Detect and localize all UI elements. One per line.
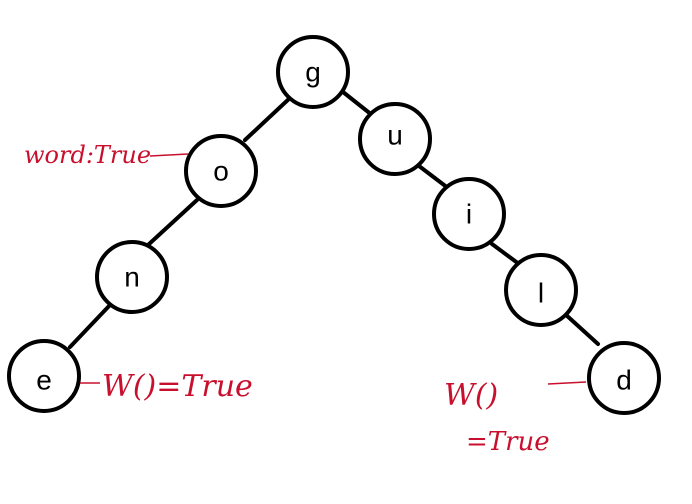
node-d: d xyxy=(587,341,661,415)
node-e: e xyxy=(7,339,81,413)
node-g: g xyxy=(276,35,350,109)
node-u-label: u xyxy=(387,120,403,151)
edge-n-e xyxy=(68,303,112,349)
node-d-label: d xyxy=(616,365,632,396)
node-o: o xyxy=(184,134,258,208)
edge-i-l xyxy=(490,242,521,266)
edge-g-u xyxy=(341,90,374,117)
node-l-label: l xyxy=(538,278,544,309)
annotation-o-pointer xyxy=(149,153,189,157)
edge-g-o xyxy=(243,95,293,142)
node-o-label: o xyxy=(213,156,229,187)
annotation-d-line1: W() xyxy=(444,378,498,413)
edge-u-i xyxy=(417,164,450,190)
annotation-e: W()=True xyxy=(102,369,253,404)
node-u: u xyxy=(358,102,432,176)
node-e-label: e xyxy=(36,365,52,396)
node-i: i xyxy=(432,177,506,251)
node-i-label: i xyxy=(466,199,472,230)
node-l: l xyxy=(504,253,578,327)
node-n: n xyxy=(95,240,169,314)
annotation-o: word:True xyxy=(24,141,151,169)
edge-o-n xyxy=(146,198,199,247)
node-n-label: n xyxy=(124,262,140,293)
edge-l-d xyxy=(563,312,600,346)
annotation-d-line2: =True xyxy=(466,427,550,457)
annotation-d-pointer xyxy=(547,381,587,385)
node-g-label: g xyxy=(305,57,321,88)
